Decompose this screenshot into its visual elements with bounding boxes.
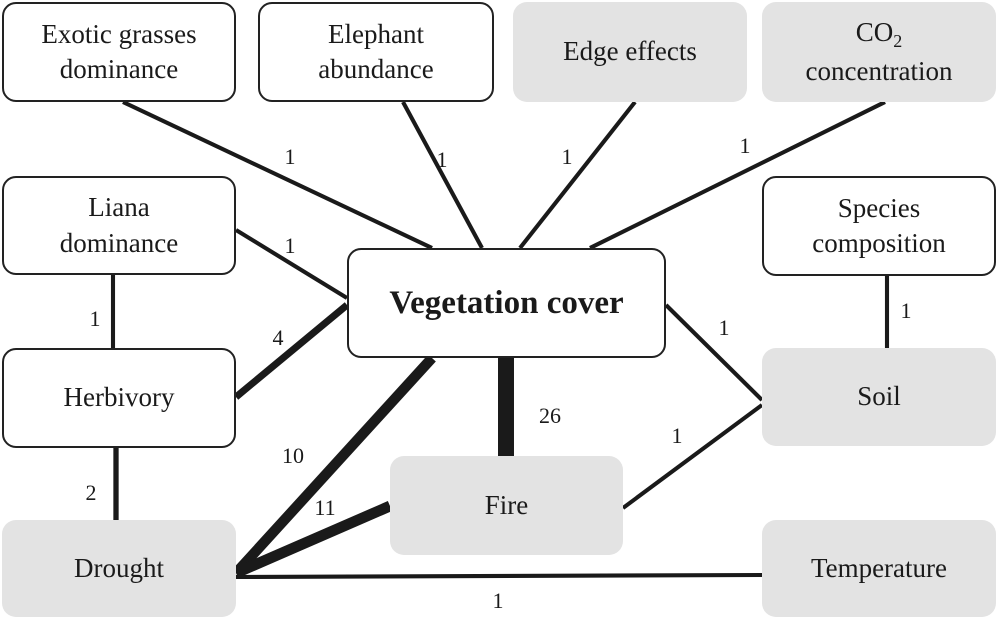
node-drought[interactable]: Drought bbox=[2, 520, 236, 617]
co2-text: CO bbox=[855, 17, 894, 48]
node-soil[interactable]: Soil bbox=[762, 348, 996, 446]
co2-subscript: 2 bbox=[893, 31, 903, 52]
edge-weight-label: 1 bbox=[436, 147, 448, 172]
edge-weight-label: 1 bbox=[284, 233, 296, 258]
edge-vegetation-soil bbox=[664, 303, 764, 402]
node-label: Liana dominance bbox=[59, 192, 179, 258]
edge-weight-label: 1 bbox=[89, 306, 101, 331]
node-label: Exotic grasses dominance bbox=[41, 18, 197, 84]
edge-vegetation-elephant bbox=[401, 101, 484, 249]
node-species-composition[interactable]: Species composition bbox=[762, 176, 996, 276]
edge-vegetation-exotic_grasses bbox=[122, 100, 433, 250]
edge-vegetation-drought bbox=[232, 354, 436, 577]
edge-weight-label: 26 bbox=[539, 403, 561, 428]
edge-weight-label: 2 bbox=[85, 480, 97, 505]
edge-weight-label: 1 bbox=[739, 133, 751, 158]
node-liana-dominance[interactable]: Liana dominance bbox=[2, 176, 236, 275]
node-edge-effects[interactable]: Edge effects bbox=[513, 2, 747, 102]
edge-weight-label: 1 bbox=[900, 298, 912, 323]
node-temperature[interactable]: Temperature bbox=[762, 520, 996, 617]
edge-weight-label: 1 bbox=[718, 315, 730, 340]
node-label: Vegetation cover bbox=[389, 284, 624, 321]
edge-weight-label: 1 bbox=[492, 588, 504, 613]
edge-weight-label: 1 bbox=[561, 144, 573, 169]
node-elephant-abundance[interactable]: Elephant abundance bbox=[258, 2, 494, 102]
edge-fire-drought bbox=[233, 501, 393, 578]
edge-vegetation-herbivory bbox=[233, 302, 350, 400]
edge-drought-temperature bbox=[235, 572, 763, 580]
node-co2-concentration[interactable]: CO2 concentration bbox=[762, 2, 996, 102]
edge-weight-label: 1 bbox=[671, 423, 683, 448]
node-label: CO2 concentration bbox=[806, 15, 953, 88]
node-label: Soil bbox=[857, 381, 901, 412]
node-label: Temperature bbox=[810, 552, 948, 583]
edge-fire-soil bbox=[621, 403, 764, 510]
edge-weight-label: 11 bbox=[314, 495, 336, 520]
node-label: Elephant abundance bbox=[318, 18, 434, 84]
node-fire[interactable]: Fire bbox=[390, 456, 623, 555]
node-herbivory[interactable]: Herbivory bbox=[2, 348, 236, 448]
node-vegetation-cover[interactable]: Vegetation cover bbox=[347, 248, 666, 358]
edge-weight-label: 10 bbox=[282, 443, 304, 468]
edge-vegetation-co2 bbox=[589, 100, 886, 250]
node-label: Species composition bbox=[812, 192, 946, 258]
node-label: Herbivory bbox=[63, 382, 175, 413]
node-exotic-grasses-dominance[interactable]: Exotic grasses dominance bbox=[2, 2, 236, 102]
edge-vegetation-liana bbox=[234, 228, 349, 300]
edge-vegetation-edge_effects bbox=[518, 100, 637, 250]
edge-weight-label: 4 bbox=[272, 325, 284, 350]
node-label: Drought bbox=[74, 552, 164, 583]
node-label: Edge effects bbox=[563, 36, 697, 67]
co2-line2: concentration bbox=[805, 55, 953, 86]
edge-weight-label: 1 bbox=[284, 144, 296, 169]
node-label: Fire bbox=[484, 489, 529, 520]
